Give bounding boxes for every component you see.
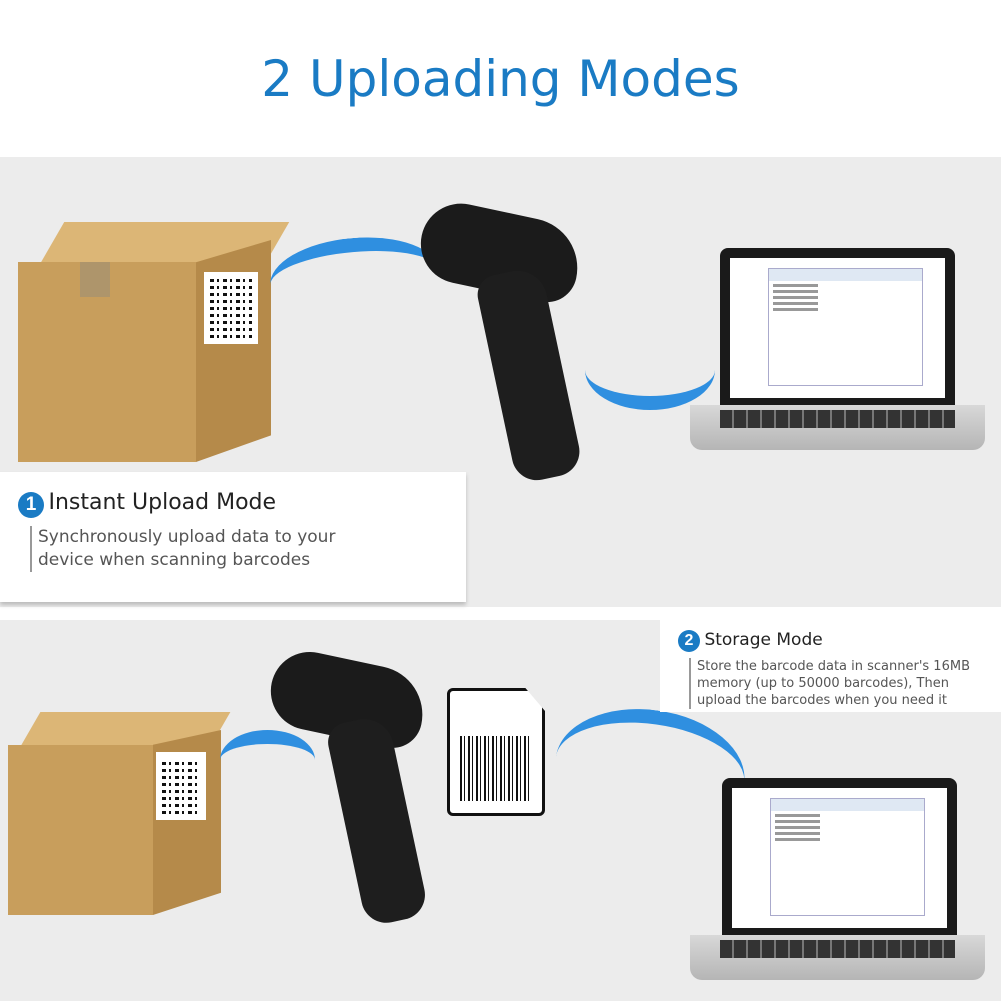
box-front (8, 745, 153, 915)
mode-description: device when scanning barcodes (38, 550, 311, 570)
laptop-icon (720, 248, 955, 408)
mode-description: memory (up to 50000 barcodes), Then (697, 676, 949, 691)
mode-description: upload the barcodes when you need it (697, 693, 947, 708)
page-title: 2 Uploading Modes (261, 50, 740, 108)
arrow-icon (220, 730, 315, 790)
laptop-base (690, 935, 985, 980)
mode-description: Store the barcode data in scanner's 16MB (697, 659, 970, 674)
laptop-icon (722, 778, 957, 938)
tape (80, 262, 110, 297)
mode-description: Synchronously upload data to your (38, 527, 336, 547)
laptop-base (690, 405, 985, 450)
instant-mode-card: 1 Instant Upload Mode Synchronously uplo… (0, 472, 466, 602)
step-number: 1 (18, 491, 44, 518)
step-number: 2 (678, 630, 700, 652)
arrow-icon (585, 330, 715, 410)
qr-code-icon (156, 752, 206, 820)
qr-code-icon (204, 272, 258, 344)
mode-heading: Storage Mode (704, 630, 823, 651)
sd-card-icon (447, 688, 545, 816)
mode-heading: Instant Upload Mode (48, 490, 277, 515)
storage-mode-card: 2 Storage Mode Store the barcode data in… (660, 620, 1001, 712)
